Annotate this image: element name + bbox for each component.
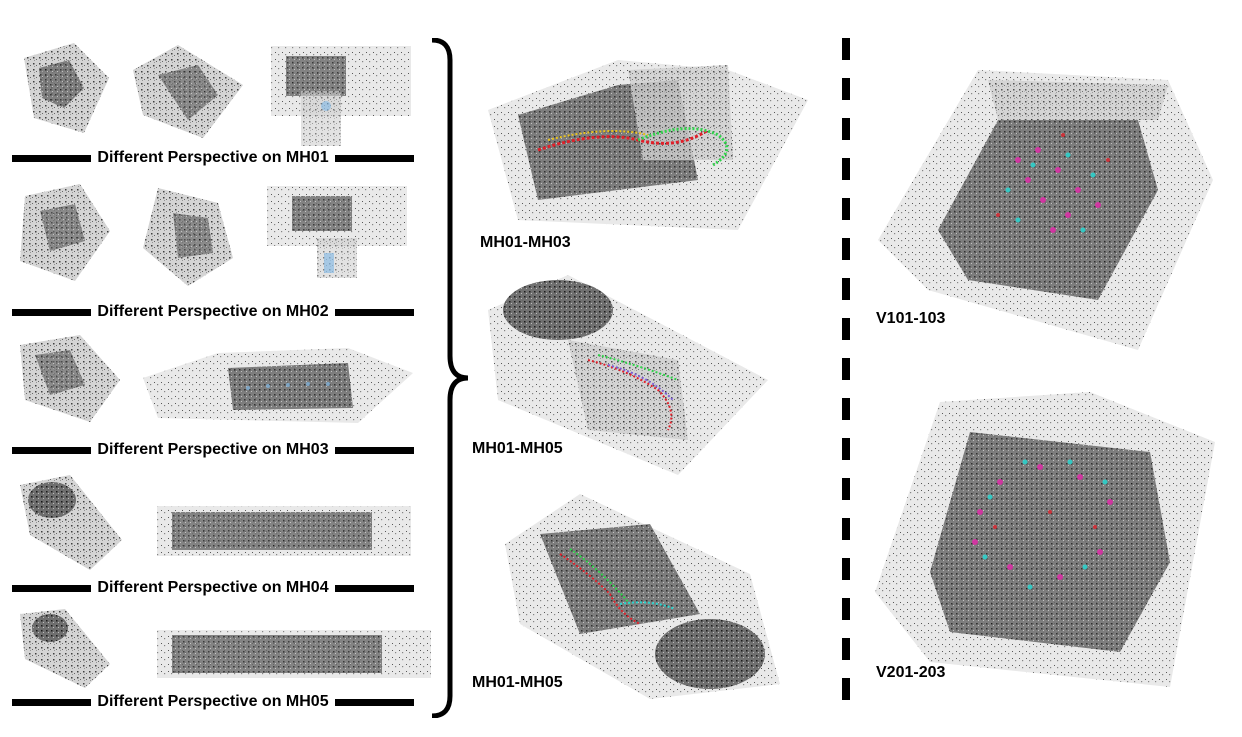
caption-text: Different Perspective on MH05: [97, 693, 329, 710]
mh03-view-1: [10, 330, 128, 426]
label-v101-103: V101-103: [876, 310, 946, 327]
caption-bar-left: [12, 698, 92, 706]
map-v101-103: [868, 40, 1218, 356]
caption-text: Different Perspective on MH02: [97, 303, 329, 320]
mh02-view-2: [138, 178, 236, 290]
map-mh01-mh05-a: [478, 270, 778, 480]
caption-text: Different Perspective on MH04: [97, 579, 329, 596]
mh01-view-3: [266, 36, 416, 148]
caption-mh05: Different Perspective on MH05: [12, 692, 414, 712]
caption-mh01: Different Perspective on MH01: [12, 148, 414, 168]
caption-bar-right: [334, 446, 414, 454]
caption-bar-left: [12, 308, 92, 316]
caption-mh02: Different Perspective on MH02: [12, 302, 414, 322]
mh04-view-2: [152, 494, 416, 566]
caption-bar-left: [12, 154, 92, 162]
caption-text: Different Perspective on MH03: [97, 441, 329, 458]
caption-bar-right: [334, 584, 414, 592]
caption-bar-left: [12, 584, 92, 592]
mh02-view-1: [10, 176, 118, 286]
mh05-view-2: [152, 620, 436, 688]
mh05-view-1: [10, 604, 114, 690]
map-mh01-mh05-b: [500, 484, 790, 704]
label-mh01-mh05-b: MH01-MH05: [472, 674, 563, 691]
caption-mh04: Different Perspective on MH04: [12, 578, 414, 598]
dashed-divider: [842, 38, 850, 708]
mh01-view-2: [128, 40, 246, 140]
caption-text: Different Perspective on MH01: [97, 149, 329, 166]
caption-bar-right: [334, 308, 414, 316]
caption-bar-right: [334, 698, 414, 706]
label-v201-203: V201-203: [876, 664, 946, 681]
caption-bar-right: [334, 154, 414, 162]
mh01-view-1: [14, 38, 114, 136]
mh03-view-2: [138, 338, 416, 428]
map-mh01-mh03: [478, 40, 818, 240]
caption-bar-left: [12, 446, 92, 454]
map-v201-203: [870, 362, 1220, 692]
label-mh01-mh03: MH01-MH03: [480, 234, 571, 251]
mh04-view-1: [10, 470, 126, 574]
label-mh01-mh05-a: MH01-MH05: [472, 440, 563, 457]
mh02-view-3: [262, 178, 412, 280]
caption-mh03: Different Perspective on MH03: [12, 440, 414, 460]
right-curly-brace: [431, 38, 469, 718]
